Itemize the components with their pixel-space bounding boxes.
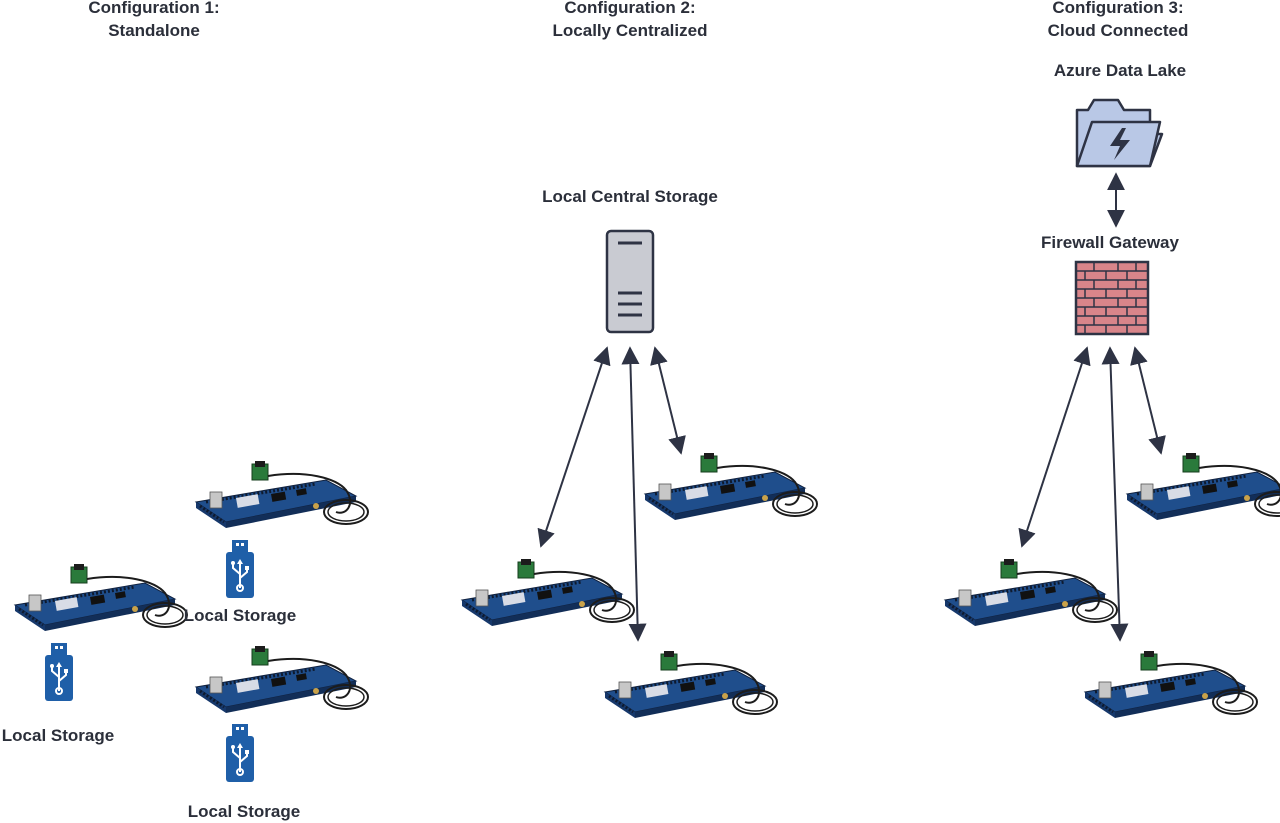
config-1-title: Configuration 1: Standalone xyxy=(54,0,254,42)
eval-board-icon xyxy=(1083,649,1259,720)
usb-drive-icon xyxy=(44,642,74,702)
config-title-line: Cloud Connected xyxy=(1047,21,1189,40)
server-icon xyxy=(605,229,655,334)
config-title-line: Standalone xyxy=(108,21,200,40)
connection-arrow xyxy=(1130,346,1166,455)
azure-data-lake-label: Azure Data Lake xyxy=(1053,61,1187,80)
eval-board-icon xyxy=(194,644,370,715)
connection-arrow xyxy=(1101,346,1129,642)
eval-board-icon xyxy=(1125,451,1280,522)
connection-arrow xyxy=(1018,346,1091,548)
config-3-title: Configuration 3: Cloud Connected xyxy=(1008,0,1228,42)
connection-arrow xyxy=(650,346,686,455)
config-title-line: Locally Centralized xyxy=(552,21,708,40)
eval-board-icon xyxy=(643,451,819,522)
eval-board-icon xyxy=(194,459,370,530)
storage-label: Local Storage xyxy=(187,802,301,821)
config-title-line: Configuration 2: xyxy=(564,0,696,17)
config-2-title: Configuration 2: Locally Centralized xyxy=(520,0,740,42)
eval-board-icon xyxy=(460,557,636,628)
eval-board-icon xyxy=(603,649,779,720)
cloud-folder-icon xyxy=(1075,98,1164,168)
usb-drive-icon xyxy=(225,539,255,599)
storage-label: Local Storage xyxy=(183,606,297,625)
local-central-storage-label: Local Central Storage xyxy=(542,187,718,206)
firewall-icon xyxy=(1074,260,1150,336)
connection-arrow xyxy=(537,346,611,548)
usb-drive-icon xyxy=(225,723,255,783)
storage-label: Local Storage xyxy=(1,726,115,745)
eval-board-icon xyxy=(943,557,1119,628)
connection-arrow xyxy=(621,346,647,642)
config-title-line: Configuration 1: xyxy=(88,0,220,17)
firewall-gateway-label: Firewall Gateway xyxy=(1041,233,1179,252)
config-title-line: Configuration 3: xyxy=(1052,0,1184,17)
